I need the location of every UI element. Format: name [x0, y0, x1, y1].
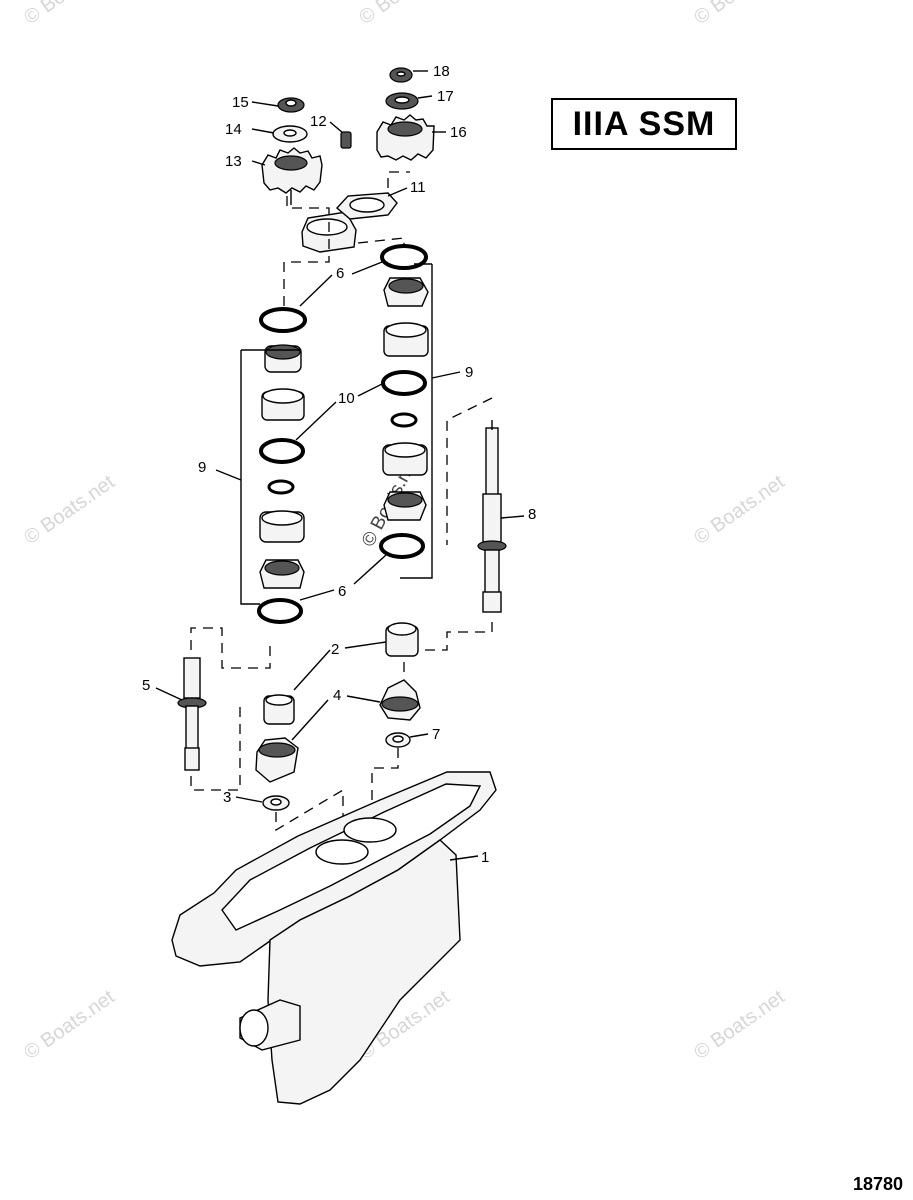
assembly-line — [283, 196, 330, 308]
callout-label: 1 — [481, 849, 489, 866]
callout-label: 14 — [225, 121, 242, 138]
drive-shaft-right — [477, 420, 507, 613]
callout-label: 8 — [528, 506, 536, 523]
watermark: © Boats.net — [20, 986, 119, 1064]
figure-number: 18780 — [853, 1174, 904, 1194]
callout-label: 6 — [338, 583, 346, 600]
retainer-plates — [301, 192, 398, 253]
watermark: © Boats.net — [355, 0, 454, 29]
watermark: © Boats.net — [690, 986, 789, 1064]
callout-label: 5 — [142, 677, 150, 694]
callout-label: 15 — [232, 94, 249, 111]
gear-stack-right — [376, 67, 435, 161]
assembly-line — [404, 397, 493, 651]
watermark: © Boats.net — [20, 0, 119, 29]
callout-label: 16 — [450, 124, 467, 141]
diagram-title: IIIA SSM — [572, 104, 716, 143]
callout-label: 12 — [310, 113, 327, 130]
callout-label: 10 — [338, 390, 355, 407]
drive-shaft-left — [177, 657, 207, 771]
callout-label: 11 — [410, 179, 426, 196]
callout-label: 13 — [225, 153, 242, 170]
leader-lines — [155, 70, 525, 861]
callout-label: 6 — [336, 265, 344, 282]
callout-label: 17 — [437, 88, 454, 105]
assembly-line — [190, 627, 271, 791]
gear-stack-left — [261, 97, 323, 205]
right-bearing-stack — [379, 244, 433, 579]
callouts: 1 2 3 4 5 6 6 7 8 9 9 10 11 12 13 14 15 … — [142, 63, 536, 866]
callout-label: 3 — [223, 789, 231, 806]
assembly-line — [387, 171, 410, 188]
callout-label: 9 — [198, 459, 206, 476]
pinion-gears — [255, 679, 421, 783]
diagram-title-box: IIIA SSM — [551, 98, 737, 150]
watermark: © Boats.net — [20, 471, 119, 549]
callout-label: 7 — [432, 726, 440, 743]
assembly-line — [275, 662, 405, 832]
screw-part — [340, 131, 352, 149]
nut-parts — [262, 732, 411, 811]
watermark: © Boats.net — [690, 0, 789, 29]
callout-label: 18 — [433, 63, 450, 80]
callout-label: 2 — [331, 641, 339, 658]
gearcase-housing — [171, 771, 497, 1105]
watermark: © Boats.net — [690, 471, 789, 549]
left-bearing-stack — [240, 307, 307, 624]
callout-label: 9 — [465, 364, 473, 381]
callout-label: 4 — [333, 687, 341, 704]
bearing-part — [263, 622, 419, 725]
